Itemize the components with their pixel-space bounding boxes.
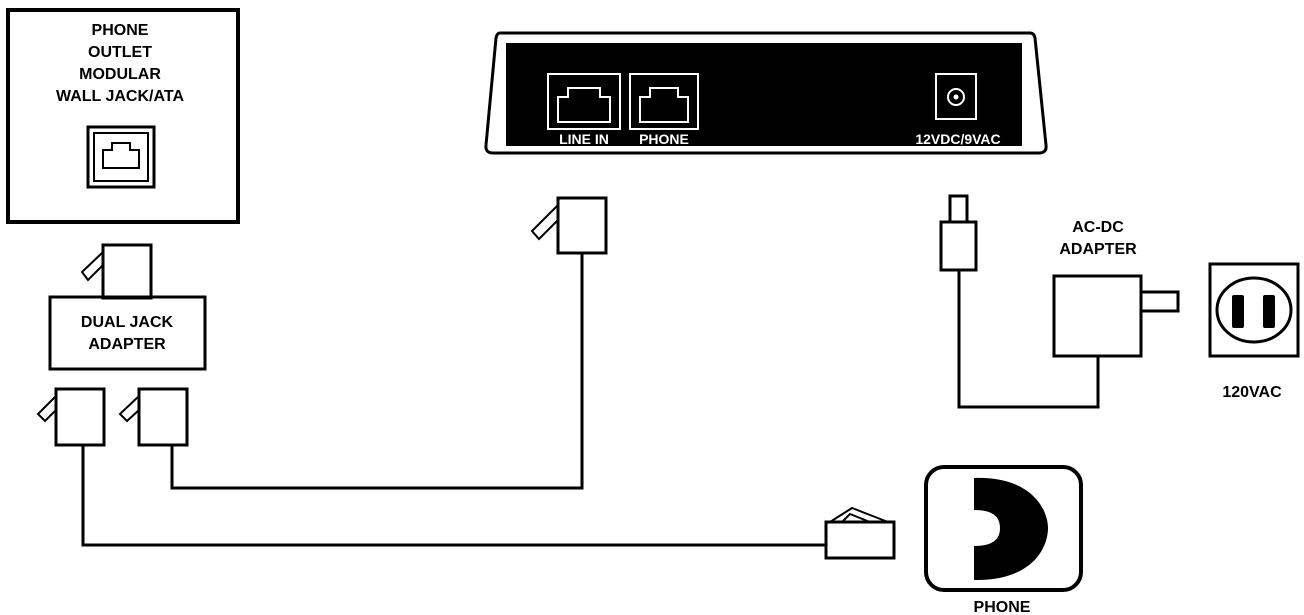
wall-jack-label-line-2: OUTLET bbox=[88, 44, 152, 61]
outlet-slot-left bbox=[1232, 295, 1244, 328]
wall-jack-label-line-4: WALL JACK/ATA bbox=[56, 88, 184, 105]
wall-jack-plate bbox=[6, 8, 240, 224]
outlet-plate bbox=[1208, 262, 1300, 358]
phone-label: PHONE bbox=[974, 599, 1031, 615]
line-in-port-label: LINE IN bbox=[559, 131, 609, 147]
cable-power-adapter bbox=[957, 270, 1100, 409]
wall-plug-icon bbox=[80, 243, 153, 300]
wall-jack-socket-icon bbox=[86, 125, 156, 189]
power-adapter-prongs bbox=[1139, 290, 1180, 313]
dc-barrel-plug-icon bbox=[939, 194, 978, 272]
wall-jack-label-line-3: MODULAR bbox=[79, 66, 161, 83]
line-in-port-icon bbox=[547, 73, 621, 130]
phone-plug-icon bbox=[824, 506, 896, 560]
power-port-label: 12VDC/9VAC bbox=[915, 131, 1000, 147]
outlet-slot-right bbox=[1263, 295, 1275, 328]
wall-outlet: 120VAC bbox=[1208, 262, 1300, 401]
wall-jack: PHONE OUTLET MODULAR WALL JACK/ATA bbox=[6, 8, 240, 224]
power-jack-icon bbox=[935, 73, 977, 120]
cable-adapter-to-line-in bbox=[170, 253, 584, 490]
power-adapter-label-line-2: ADAPTER bbox=[1059, 241, 1137, 258]
cable-adapter-to-phone bbox=[81, 445, 826, 547]
outlet-receptacle bbox=[1215, 276, 1293, 344]
adapter-plug-right-icon bbox=[118, 387, 189, 447]
adapter-label-line-1: DUAL JACK bbox=[81, 314, 174, 331]
adapter-label-line-2: ADAPTER bbox=[88, 336, 166, 353]
adapter-plug-left-icon bbox=[36, 387, 106, 447]
phone-body bbox=[924, 465, 1083, 592]
wall-jack-label-line-1: PHONE bbox=[92, 22, 149, 39]
dual-jack-adapter: DUAL JACK ADAPTER bbox=[48, 295, 207, 371]
phone-port-icon bbox=[629, 73, 699, 130]
outlet-label: 120VAC bbox=[1222, 384, 1282, 401]
power-adapter-body bbox=[1052, 274, 1143, 358]
line-in-plug-icon bbox=[530, 196, 608, 255]
phone-handset-icon bbox=[974, 477, 1048, 581]
ac-dc-adapter: AC-DC ADAPTER bbox=[1052, 219, 1180, 358]
power-adapter-label-line-1: AC-DC bbox=[1072, 219, 1124, 236]
device-unit: LINE IN PHONE 12VDC/9VAC bbox=[484, 31, 1048, 155]
telephone: PHONE bbox=[924, 465, 1083, 615]
phone-port-label: PHONE bbox=[639, 131, 689, 147]
